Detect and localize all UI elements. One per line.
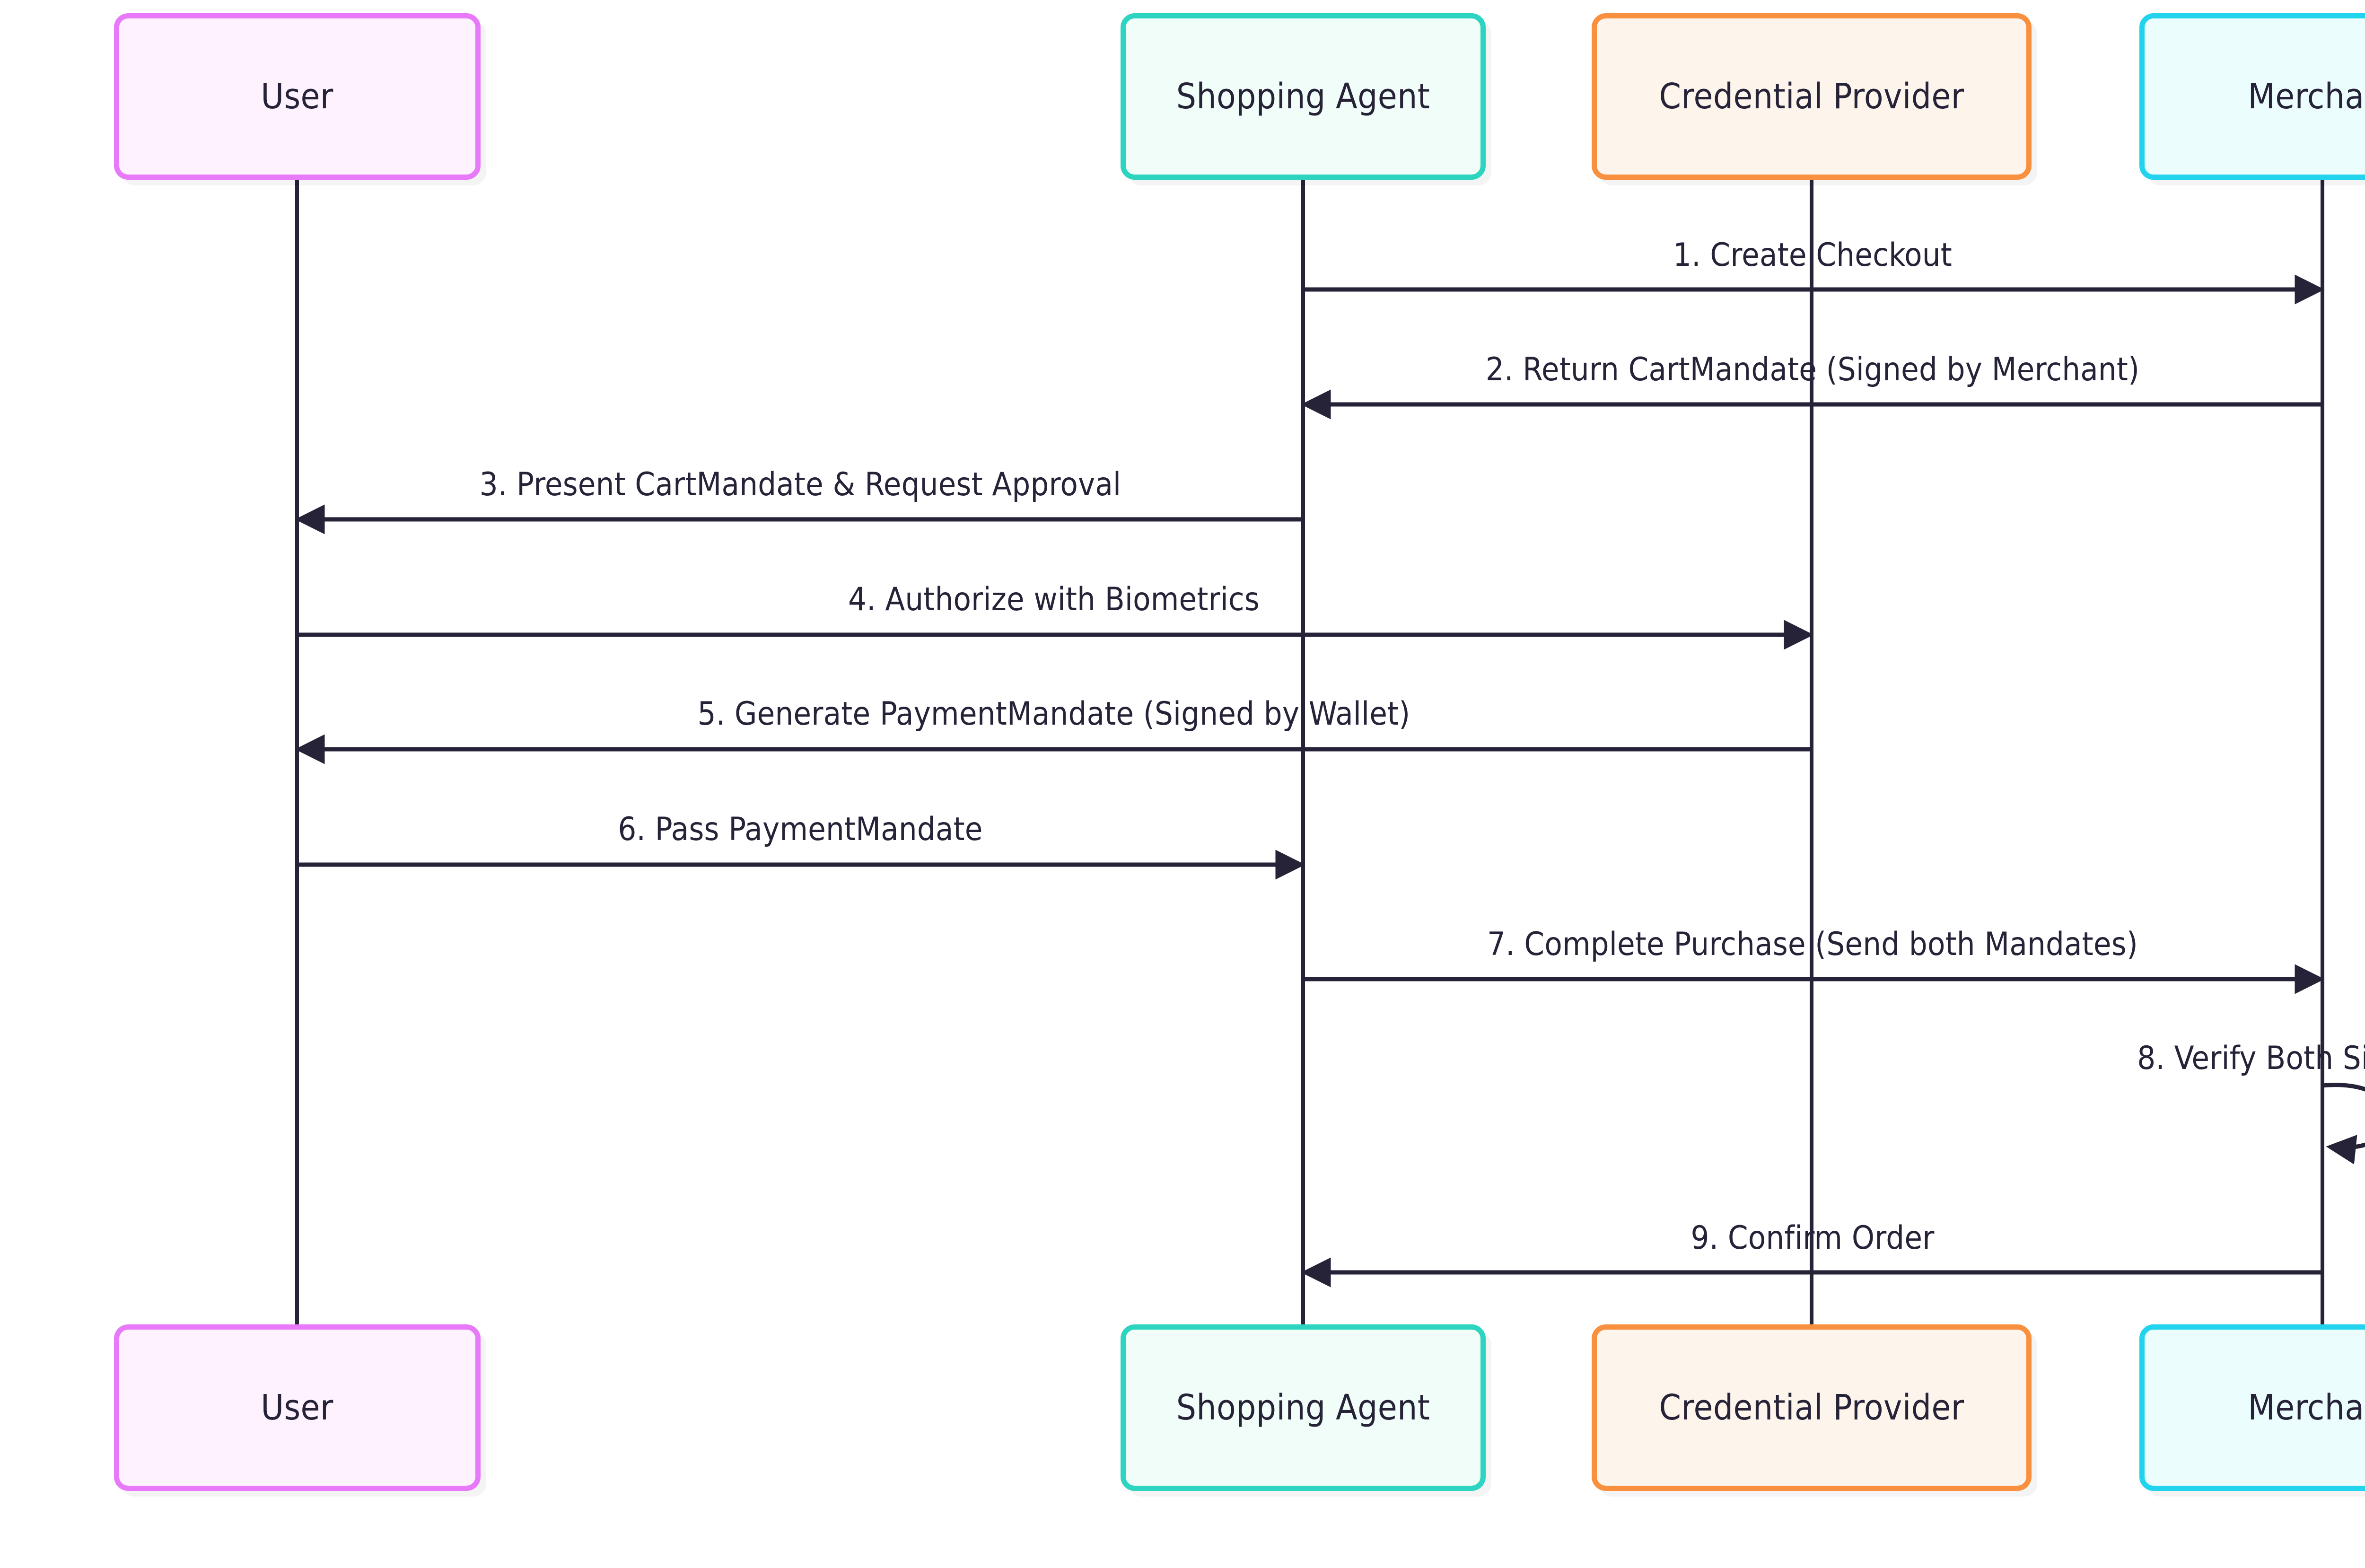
- participant-credential_provider-top[interactable]: Credential Provider: [1592, 13, 2032, 180]
- participant-label: User: [261, 76, 333, 117]
- message-label-2: 2. Return CartMandate (Signed by Merchan…: [1485, 351, 2140, 388]
- message-label-8: 8. Verify Both Signatures: [2137, 1040, 2365, 1077]
- participant-label: User: [261, 1387, 333, 1428]
- message-arrows-group: [295, 274, 2365, 1288]
- message-label-7: 7. Complete Purchase (Send both Mandates…: [1487, 926, 2138, 963]
- participant-merchant-bottom[interactable]: Merchant: [2139, 1324, 2365, 1491]
- participant-label: Shopping Agent: [1176, 1387, 1430, 1428]
- participant-label: Credential Provider: [1659, 76, 1964, 117]
- message-label-1: 1. Create Checkout: [1673, 237, 1952, 274]
- participant-shopping_agent-top[interactable]: Shopping Agent: [1121, 13, 1486, 180]
- message-label-3: 3. Present CartMandate & Request Approva…: [479, 466, 1121, 503]
- message-label-6: 6. Pass PaymentMandate: [618, 811, 983, 848]
- participant-credential_provider-bottom[interactable]: Credential Provider: [1592, 1324, 2032, 1491]
- participant-label: Merchant: [2248, 1387, 2365, 1428]
- message-label-9: 9. Confirm Order: [1691, 1219, 1935, 1257]
- message-label-5: 5. Generate PaymentMandate (Signed by Wa…: [697, 695, 1410, 733]
- message-label-4: 4. Authorize with Biometrics: [848, 581, 1260, 618]
- participant-merchant-top[interactable]: Merchant: [2139, 13, 2365, 180]
- participant-label: Merchant: [2248, 76, 2365, 117]
- participant-shopping_agent-bottom[interactable]: Shopping Agent: [1121, 1324, 1486, 1491]
- message-arrow-self-8: [2322, 1083, 2365, 1165]
- participant-user-top[interactable]: User: [114, 13, 481, 180]
- participant-label: Credential Provider: [1659, 1387, 1964, 1428]
- participant-label: Shopping Agent: [1176, 76, 1430, 117]
- participant-user-bottom[interactable]: User: [114, 1324, 481, 1491]
